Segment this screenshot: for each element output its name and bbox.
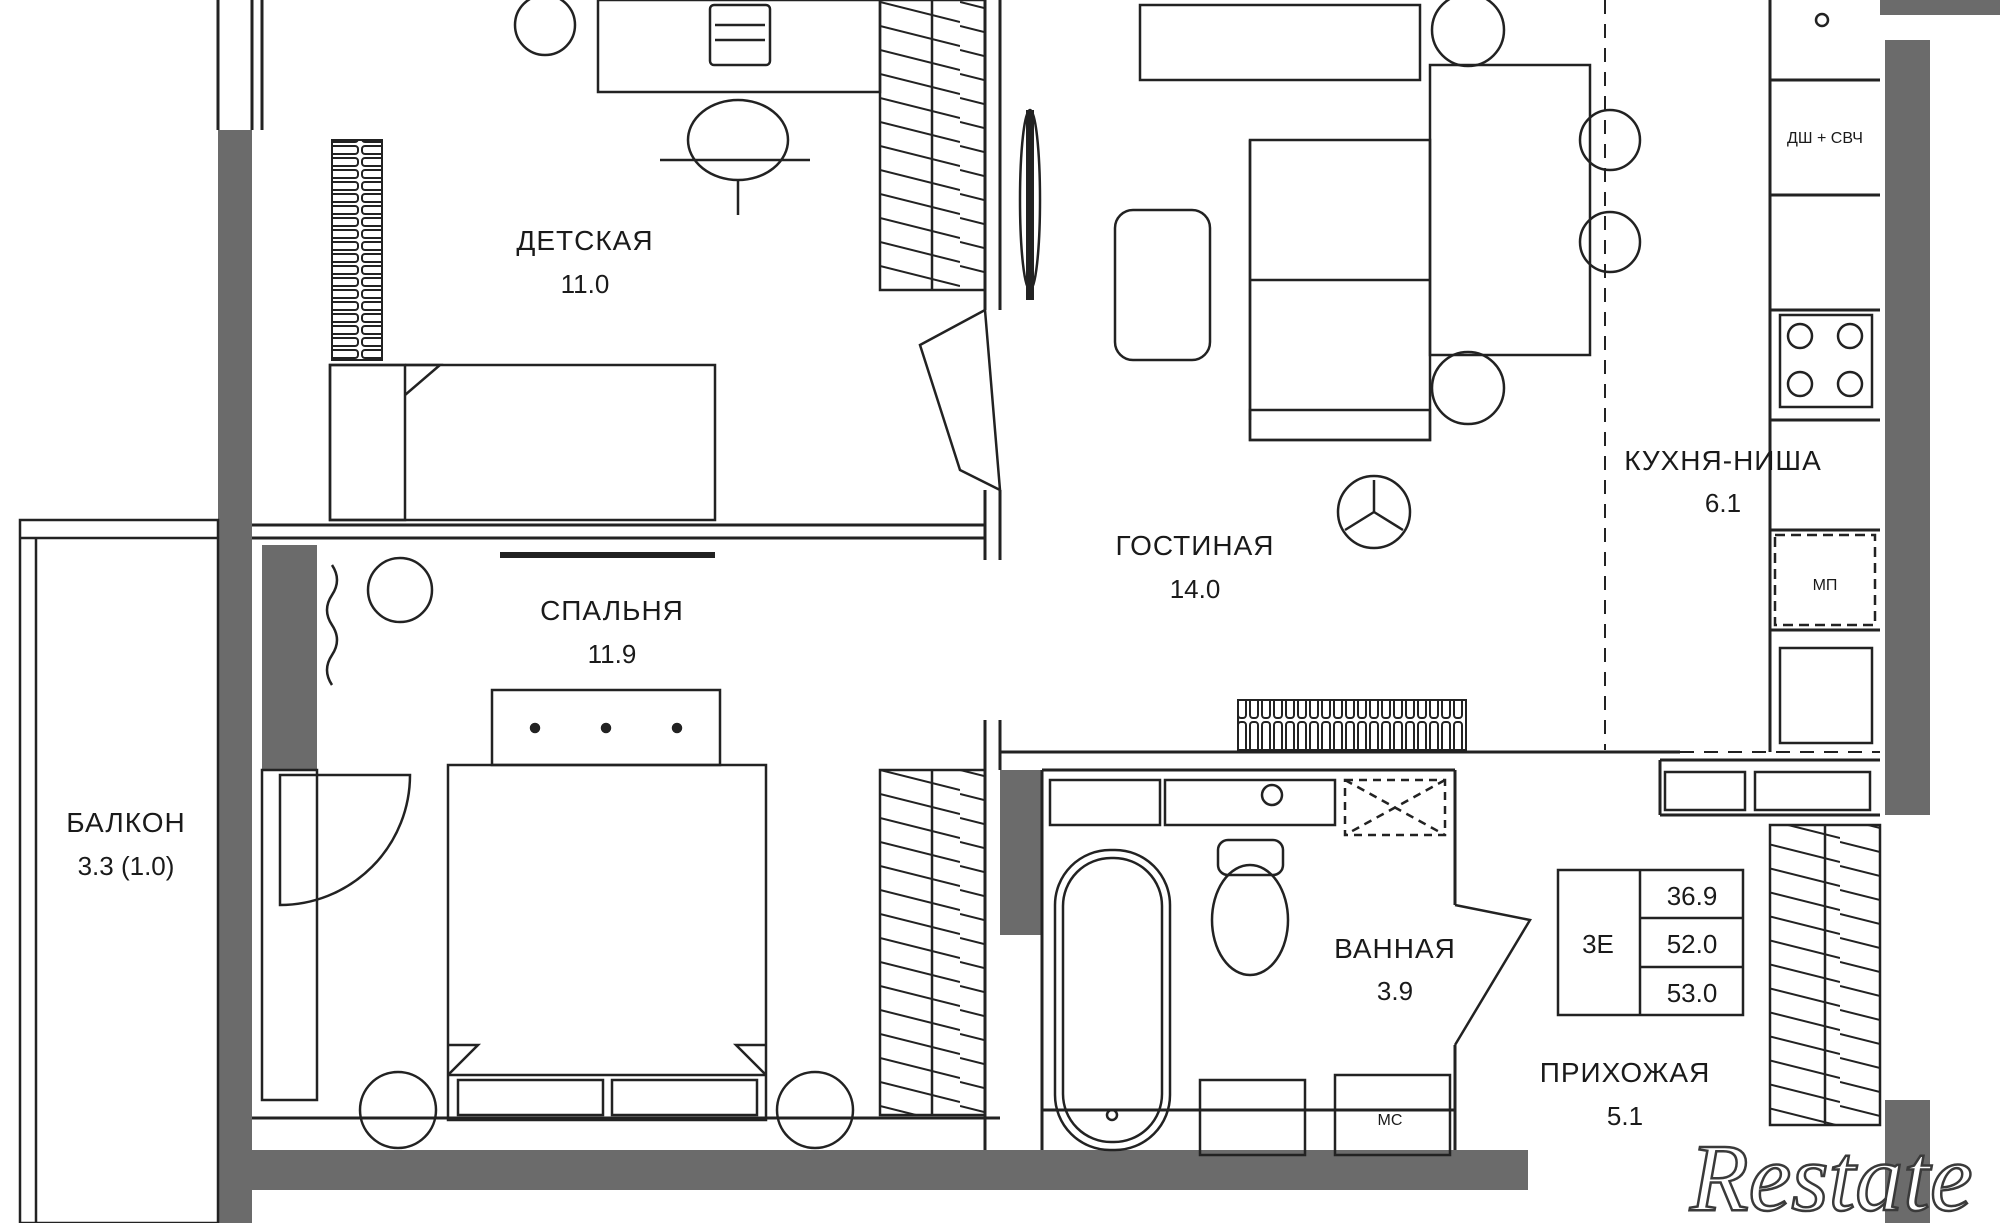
walls <box>218 0 2000 1223</box>
room-area-vannaya: 3.9 <box>1377 976 1413 1006</box>
room-area-gostinaya: 14.0 <box>1170 574 1221 604</box>
room-label-detskaya: ДЕТСКАЯ <box>516 225 653 256</box>
appliance-label-washing-machine: МС <box>1378 1112 1403 1129</box>
bedroom-furniture <box>278 556 855 1150</box>
appliance-label-dishwasher-microwave: ДШ + СВЧ <box>1787 130 1863 147</box>
room-label-balkon: БАЛКОН <box>66 807 185 838</box>
kitchen-appliances <box>1663 12 1877 812</box>
summary-type: 3Е <box>1582 929 1614 959</box>
room-area-spalnya: 11.9 <box>588 639 637 669</box>
room-area-kuhnya: 6.1 <box>1705 488 1741 518</box>
summary-value-1: 36.9 <box>1667 881 1718 911</box>
room-label-kuhnya: КУХНЯ-НИША <box>1624 445 1822 476</box>
wardrobes <box>878 0 1882 1127</box>
room-label-vannaya: ВАННАЯ <box>1334 933 1456 964</box>
summary-value-3: 53.0 <box>1667 978 1718 1008</box>
balcony <box>18 518 319 1223</box>
room-label-prihozhaya: ПРИХОЖАЯ <box>1540 1057 1711 1088</box>
bathroom-fixtures <box>1048 778 1532 1157</box>
wall-lines <box>216 0 1880 1150</box>
room-label-spalnya: СПАЛЬНЯ <box>540 595 684 626</box>
summary-value-2: 52.0 <box>1667 929 1718 959</box>
detskaya-furniture <box>328 0 1042 522</box>
room-area-balkon: 3.3 (1.0) <box>78 851 175 881</box>
living-furniture <box>500 0 1642 558</box>
room-area-prihozhaya: 5.1 <box>1607 1101 1643 1131</box>
summary-table <box>1556 868 1745 1017</box>
room-label-gostinaya: ГОСТИНАЯ <box>1115 530 1274 561</box>
radiators <box>331 139 1467 751</box>
room-area-detskaya: 11.0 <box>561 269 610 299</box>
watermark: Restate <box>1689 1124 1973 1223</box>
appliance-label-dishwasher: МП <box>1813 577 1838 594</box>
